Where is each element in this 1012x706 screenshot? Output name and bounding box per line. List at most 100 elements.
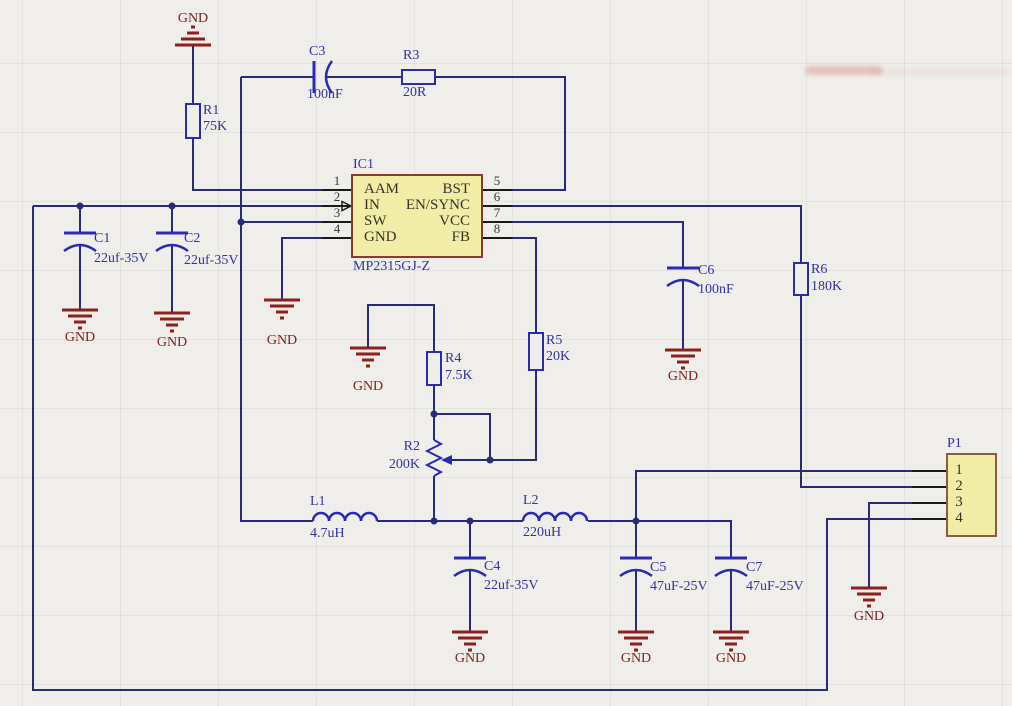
ic1-body[interactable] [351, 174, 483, 258]
label-C1-value: 22uf-35V [94, 251, 149, 266]
potentiometer-R2-wiper-arrow-icon [441, 455, 452, 465]
label-R6-ref: R6 [811, 262, 828, 277]
gnd-symbol-p1 [851, 586, 887, 608]
p1-pin-number-3: 3 [955, 494, 963, 510]
label-R2-ref: R2 [403, 439, 420, 454]
junction-dots [76, 202, 640, 525]
label-C4-ref: C4 [484, 559, 501, 574]
label-C2-value: 22uf-35V [184, 253, 239, 268]
capacitor-C7-curve[interactable] [714, 568, 748, 578]
capacitor-C1-curve[interactable] [63, 243, 97, 253]
potentiometer-R2-symbol[interactable] [424, 439, 444, 477]
label-R3-value: 20R [403, 85, 427, 100]
capacitor-C2-curve[interactable] [155, 243, 189, 253]
ic1-pin-name-aam: AAM [364, 181, 400, 197]
gnd-label-r4: GND [352, 379, 384, 394]
label-L1-value: 4.7uH [310, 526, 345, 541]
wire-vcc-c6[interactable] [512, 221, 684, 350]
ic1-pin-name-fb: FB [451, 229, 470, 245]
label-R5-value: 20K [546, 349, 571, 364]
gnd-label-c4: GND [454, 651, 486, 666]
label-L1-ref: L1 [310, 494, 326, 509]
wire-gnd-r1-aam[interactable] [192, 45, 322, 191]
p1-pin-stubs[interactable] [912, 470, 947, 520]
gnd-label-c1: GND [64, 330, 96, 345]
gnd-label-c2: GND [156, 335, 188, 350]
label-R3-ref: R3 [403, 48, 420, 63]
wire-fb-r5-wiper[interactable] [448, 237, 537, 461]
label-R2-value: 200K [388, 457, 420, 472]
label-C5-ref: C5 [650, 560, 667, 575]
wire-icgnd-pin[interactable] [281, 237, 322, 300]
wires[interactable] [32, 45, 912, 691]
resistor-R3-symbol[interactable] [401, 69, 436, 85]
ic1-pin-number-3: 3 [333, 205, 341, 220]
ic1-pin-number-8: 8 [493, 221, 501, 236]
pin-stubs[interactable] [322, 189, 947, 520]
label-R5-ref: R5 [546, 333, 563, 348]
ic1-pin-number-2: 2 [333, 189, 341, 204]
gnd-label-ic: GND [266, 333, 298, 348]
label-L2-value: 220uH [523, 525, 562, 540]
label-C4-value: 22uf-35V [484, 578, 539, 593]
label-C3-ref: C3 [309, 44, 326, 59]
wire-en-r6-p1pin2[interactable] [512, 205, 912, 488]
gnd-symbol-c2 [154, 311, 190, 333]
resistor-R4-symbol[interactable] [426, 351, 442, 386]
wire-p1pin1-c5[interactable] [635, 470, 912, 632]
label-R4-value: 7.5K [445, 368, 473, 383]
ic1-pin-name-vcc: VCC [439, 213, 470, 229]
ic1-pin-number-4: 4 [333, 221, 341, 236]
wire-bst-loop[interactable] [241, 76, 566, 191]
label-C3-value: 100nF [307, 87, 343, 102]
gnd-label-c7: GND [715, 651, 747, 666]
gnd-symbol-c6 [665, 348, 701, 370]
p1-pin-number-4: 4 [955, 510, 963, 526]
resistor-R1-symbol[interactable] [185, 103, 201, 139]
label-C5-value: 47uF-25V [650, 579, 708, 594]
ic1-pin-number-6: 6 [493, 189, 501, 204]
wire-vin-loop[interactable] [32, 206, 912, 691]
label-R4-ref: R4 [445, 351, 462, 366]
ic1-pin-number-5: 5 [493, 173, 501, 188]
gnd-symbol-c1 [62, 308, 98, 330]
gnd-symbol-c7 [713, 630, 749, 652]
capacitor-C3-curve[interactable] [324, 60, 334, 94]
resistor-R5-symbol[interactable] [528, 332, 544, 371]
p1-pin-number-2: 2 [955, 478, 963, 494]
capacitor-C6-curve[interactable] [666, 278, 700, 288]
gnd-symbol-r4 [350, 346, 386, 368]
p1-body[interactable] [946, 453, 997, 537]
wire-lrail-right-c7[interactable] [588, 520, 732, 632]
label-C7-ref: C7 [746, 560, 763, 575]
ic1-pin-name-in: IN [364, 197, 380, 213]
ic1-pin-name-ensync: EN/SYNC [405, 197, 470, 213]
gnd-symbol-top-left-flipped [175, 25, 211, 47]
label-IC1-designator: IC1 [353, 157, 374, 172]
ic1-pin-name-gnd: GND [364, 229, 397, 245]
wire-p1pin3-gnd[interactable] [868, 502, 912, 588]
ic1-left-pin-stubs[interactable] [322, 189, 352, 239]
gnd-label-top-left: GND [177, 11, 209, 26]
label-P1-designator: P1 [947, 436, 962, 451]
gnd-label-p1: GND [853, 609, 885, 624]
p1-pin-number-1: 1 [955, 462, 963, 478]
ic1-pin-name-sw: SW [364, 213, 387, 229]
label-C6-ref: C6 [698, 263, 715, 278]
label-R1-ref: R1 [203, 103, 220, 118]
resistor-R6-symbol[interactable] [793, 262, 809, 296]
inductor-L2-symbol[interactable] [521, 511, 589, 522]
ic1-right-pin-stubs[interactable] [482, 189, 512, 239]
inductor-L1-symbol[interactable] [311, 511, 379, 522]
gnd-symbol-c5 [618, 630, 654, 652]
label-C7-value: 47uF-25V [746, 579, 804, 594]
gnd-label-c5: GND [620, 651, 652, 666]
pink-smudge-artifact-2 [870, 69, 1010, 75]
label-L2-ref: L2 [523, 493, 539, 508]
capacitor-C5-curve[interactable] [619, 568, 653, 578]
label-R1-value: 75K [203, 119, 228, 134]
in-pin-arrow-icon [341, 200, 353, 212]
capacitor-C4-curve[interactable] [453, 568, 487, 578]
